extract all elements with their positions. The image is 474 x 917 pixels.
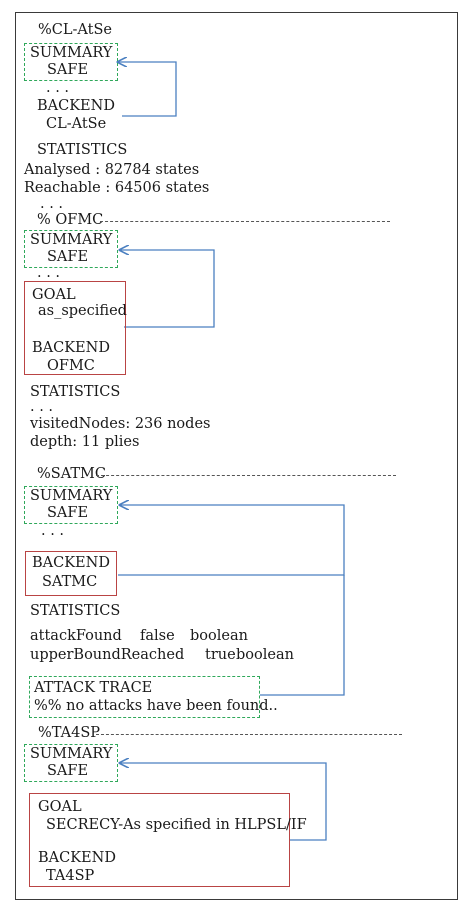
satmc-header: %SATMC: [37, 466, 107, 482]
satmc-summary-box: [24, 486, 118, 524]
clatse-ellipsis-2: . . .: [40, 196, 64, 212]
ofmc-backend-name: OFMC: [47, 358, 95, 374]
ofmc-header: % OFMC: [37, 212, 104, 228]
satmc-backend-box: [25, 551, 117, 596]
ta4sp-summary-label: SUMMARY: [30, 746, 113, 762]
satmc-stat-name-1: attackFound: [30, 628, 122, 644]
satmc-backend-name: SATMC: [42, 574, 98, 590]
clatse-ellipsis: . . .: [46, 80, 70, 96]
ofmc-backend-label: BACKEND: [32, 340, 110, 356]
clatse-safe-label: SAFE: [47, 62, 89, 78]
ofmc-divider: [100, 221, 390, 222]
ta4sp-goal-label: GOAL: [38, 799, 82, 815]
clatse-summary-label: SUMMARY: [30, 45, 113, 61]
satmc-stat-value-2: true: [205, 647, 236, 663]
clatse-analysed: Analysed : 82784 states: [24, 162, 200, 178]
ta4sp-goal-box: [29, 793, 290, 887]
clatse-reachable: Reachable : 64506 states: [24, 180, 210, 196]
satmc-summary-label: SUMMARY: [30, 488, 113, 504]
clatse-header: %CL-AtSe: [38, 22, 112, 38]
ofmc-summary-box: [24, 230, 118, 268]
satmc-attack-trace-box: [29, 676, 260, 718]
satmc-stat-name-2: upperBoundReached: [30, 647, 185, 663]
ta4sp-divider: [96, 734, 402, 735]
ta4sp-backend-label: BACKEND: [38, 850, 116, 866]
ta4sp-backend-name: TA4SP: [46, 868, 95, 884]
ofmc-goal-box: [24, 281, 126, 375]
ofmc-summary-label: SUMMARY: [30, 232, 113, 248]
ofmc-safe-label: SAFE: [47, 249, 89, 265]
satmc-stat-type-2: boolean: [236, 647, 294, 663]
ta4sp-summary-box: [24, 744, 118, 782]
diagram-frame: [15, 12, 458, 900]
ofmc-goal-value: as_specified: [38, 303, 127, 319]
satmc-backend-label: BACKEND: [32, 555, 110, 571]
ofmc-ellipsis-2: . . .: [30, 399, 54, 415]
satmc-statistics-label: STATISTICS: [30, 603, 121, 619]
satmc-stat-value-1: false: [140, 628, 175, 644]
ofmc-goal-label: GOAL: [32, 287, 76, 303]
satmc-safe-label: SAFE: [47, 505, 89, 521]
ta4sp-safe-label: SAFE: [47, 763, 89, 779]
satmc-divider: [96, 475, 396, 476]
clatse-summary-box: [24, 43, 118, 81]
satmc-attack-trace-label: ATTACK TRACE: [34, 680, 153, 696]
satmc-attack-trace-text: %% no attacks have been found..: [34, 698, 278, 714]
ofmc-statistics-label: STATISTICS: [30, 384, 121, 400]
ofmc-ellipsis: . . .: [37, 265, 61, 281]
ta4sp-header: %TA4SP: [38, 725, 101, 741]
satmc-ellipsis: . . .: [41, 523, 65, 539]
ofmc-visited-nodes: visitedNodes: 236 nodes: [30, 416, 211, 432]
clatse-statistics-label: STATISTICS: [37, 142, 128, 158]
ta4sp-goal-value: SECRECY-As specified in HLPSL/IF: [46, 817, 307, 833]
clatse-backend-label: BACKEND: [37, 98, 115, 114]
satmc-stat-type-1: boolean: [190, 628, 248, 644]
clatse-backend-name: CL-AtSe: [46, 116, 107, 132]
ofmc-depth: depth: 11 plies: [30, 434, 140, 450]
